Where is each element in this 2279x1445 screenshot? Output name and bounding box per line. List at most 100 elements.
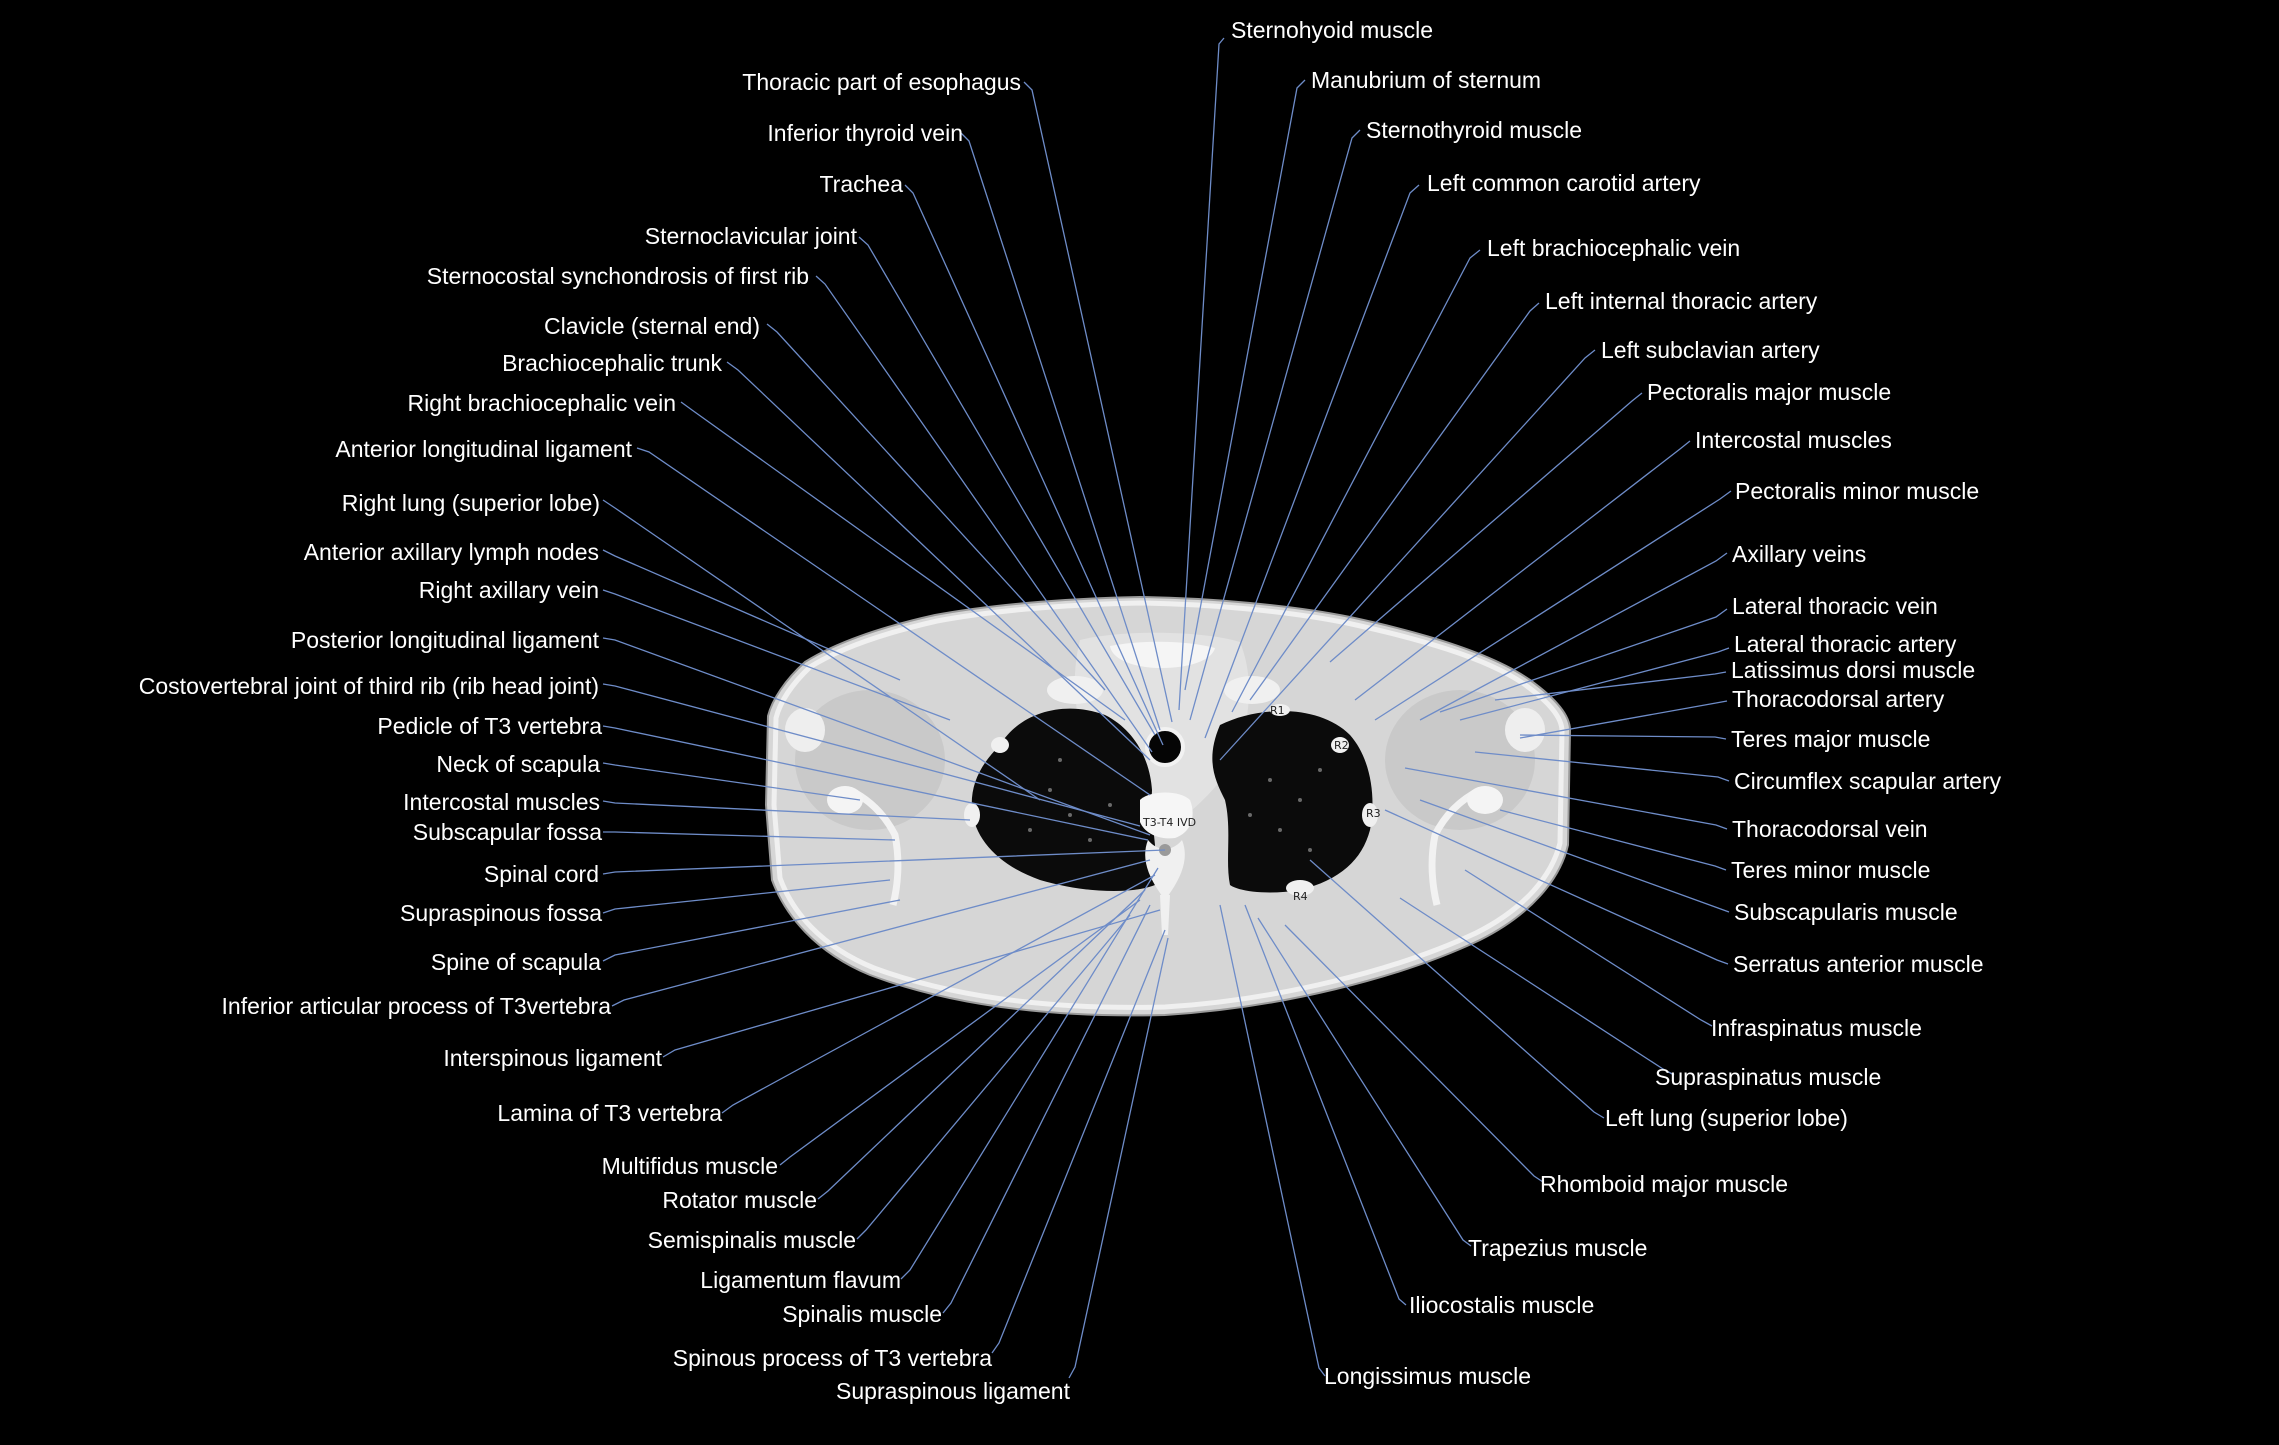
label-thoracodorsal-vein: Thoracodorsal vein — [1732, 816, 1928, 842]
label-lat-thoracic-vein: Lateral thoracic vein — [1732, 593, 1938, 619]
label-trapezius: Trapezius muscle — [1468, 1235, 1647, 1261]
leader-r-brachio-vein — [680, 401, 1126, 721]
labels-right: Sternohyoid muscle Manubrium of sternum … — [1231, 17, 2002, 1389]
label-intercostal-r: Intercostal muscles — [1695, 427, 1892, 453]
label-pedicle: Pedicle of T3 vertebra — [377, 713, 602, 739]
label-brachio-trunk: Brachiocephalic trunk — [502, 350, 722, 376]
trachea-lumen — [1145, 727, 1185, 767]
leader-lines — [602, 37, 1732, 1379]
label-semispinalis: Semispinalis muscle — [648, 1227, 856, 1253]
left-glenoid — [1467, 786, 1503, 814]
manubrium-bone — [1110, 641, 1215, 668]
leader-trachea — [904, 184, 1164, 746]
leader-trapezius — [1257, 917, 1472, 1247]
leader-rotator — [817, 889, 1146, 1200]
leader-lat-thoracic-artery — [1459, 647, 1730, 721]
label-pect-minor: Pectoralis minor muscle — [1735, 478, 1979, 504]
label-sternoclav-joint: Sternoclavicular joint — [645, 223, 858, 249]
leader-costovertebral — [602, 683, 1141, 827]
label-interspinous-lig: Interspinous ligament — [443, 1045, 662, 1071]
label-pect-major: Pectoralis major muscle — [1647, 379, 1891, 405]
leader-inf-articular — [611, 859, 1151, 1007]
skin-rim — [771, 600, 1565, 1010]
leader-rhomboid — [1284, 924, 1544, 1183]
leader-clavicle — [766, 323, 1106, 691]
label-teres-minor: Teres minor muscle — [1731, 857, 1930, 883]
label-latissimus: Latissimus dorsi muscle — [1731, 657, 1975, 683]
label-spinalis: Spinalis muscle — [782, 1301, 942, 1327]
label-r-axillary-vein: Right axillary vein — [419, 577, 599, 603]
leader-l-common-carotid — [1204, 184, 1420, 739]
left-clavicle-bone — [1224, 676, 1280, 704]
label-lig-flavum: Ligamentum flavum — [700, 1267, 901, 1293]
label-iliocostalis: Iliocostalis muscle — [1409, 1292, 1594, 1318]
leader-pedicle — [602, 725, 1149, 841]
label-multifidus: Multifidus muscle — [602, 1153, 778, 1179]
labels-left: Thoracic part of esophagus Inferior thyr… — [139, 69, 1071, 1404]
label-l-common-carotid: Left common carotid artery — [1427, 170, 1701, 196]
label-intercostal-l: Intercostal muscles — [403, 789, 600, 815]
label-sternocostal: Sternocostal synchondrosis of first rib — [427, 263, 809, 289]
leader-subscap-fossa — [603, 831, 896, 841]
mark-r3: R3 — [1366, 807, 1381, 820]
leader-teres-minor — [1499, 809, 1727, 871]
leader-subscapularis — [1419, 799, 1730, 913]
leader-lamina — [721, 874, 1156, 1114]
label-ant-axillary-nodes: Anterior axillary lymph nodes — [304, 539, 599, 565]
leader-intercostal-l — [602, 800, 971, 821]
label-inf-thyroid-vein: Inferior thyroid vein — [767, 120, 963, 146]
leader-sternohyoid — [1178, 37, 1225, 711]
label-ant-long-lig: Anterior longitudinal ligament — [335, 436, 632, 462]
right-clavicle-bone — [1047, 676, 1103, 704]
leader-semispinalis — [856, 914, 1131, 1240]
leader-multifidus — [779, 899, 1141, 1166]
mark-r4: R4 — [1293, 890, 1308, 903]
label-rotator: Rotator muscle — [662, 1187, 817, 1213]
left-lung — [1212, 711, 1373, 893]
label-lat-thoracic-artery: Lateral thoracic artery — [1734, 631, 1957, 657]
leader-intercostal-r — [1354, 440, 1691, 701]
label-l-lung: Left lung (superior lobe) — [1605, 1105, 1848, 1131]
leader-axillary-veins — [1419, 552, 1728, 721]
label-l-subclavian: Left subclavian artery — [1601, 337, 1820, 363]
label-manubrium: Manubrium of sternum — [1311, 67, 1541, 93]
leader-spine-scapula — [602, 899, 901, 962]
label-clavicle: Clavicle (sternal end) — [544, 313, 760, 339]
rib-r3-bone — [1362, 803, 1378, 827]
leader-infraspinatus — [1464, 869, 1713, 1027]
vertebral-body — [1140, 792, 1193, 839]
rib-r1-bone — [1270, 704, 1290, 716]
leader-latissimus — [1494, 671, 1727, 701]
spinous-process-bone — [1160, 895, 1170, 935]
right-humeral-head — [785, 708, 825, 752]
left-shoulder-muscles — [1385, 690, 1535, 830]
label-subscapularis: Subscapularis muscle — [1734, 899, 1958, 925]
leader-thoracodorsal-artery — [1519, 700, 1728, 739]
label-r-brachio-vein: Right brachiocephalic vein — [408, 390, 677, 416]
label-circumflex-scap: Circumflex scapular artery — [1734, 768, 2002, 794]
right-lung — [971, 708, 1157, 892]
vertebral-arch — [1145, 840, 1185, 900]
label-longissimus: Longissimus muscle — [1324, 1363, 1531, 1389]
leader-l-internal-thoracic — [1249, 302, 1540, 701]
label-axillary-veins: Axillary veins — [1732, 541, 1866, 567]
leader-ant-long-lig — [636, 447, 1151, 796]
left-scapula-bone — [1428, 786, 1482, 906]
right-glenoid — [827, 786, 863, 814]
right-rib-3-bone — [964, 803, 980, 827]
leader-sternothyroid — [1189, 129, 1361, 721]
label-sternohyoid: Sternohyoid muscle — [1231, 17, 1433, 43]
label-trachea: Trachea — [819, 171, 903, 197]
leader-manubrium — [1184, 79, 1306, 691]
leader-lig-flavum — [900, 867, 1159, 1280]
label-l-internal-thoracic: Left internal thoracic artery — [1545, 288, 1818, 314]
label-supraspinous-lig: Supraspinous ligament — [836, 1378, 1071, 1404]
leader-supraspinous-fossa — [602, 879, 891, 914]
leader-ant-axillary-nodes — [602, 549, 901, 681]
label-l-brachiocephalic-vein: Left brachiocephalic vein — [1487, 235, 1740, 261]
label-costovertebral: Costovertebral joint of third rib (rib h… — [139, 673, 599, 699]
leader-longissimus — [1219, 904, 1326, 1377]
leader-spinalis — [942, 904, 1151, 1314]
label-supraspinatus-m: Supraspinatus muscle — [1655, 1064, 1881, 1090]
